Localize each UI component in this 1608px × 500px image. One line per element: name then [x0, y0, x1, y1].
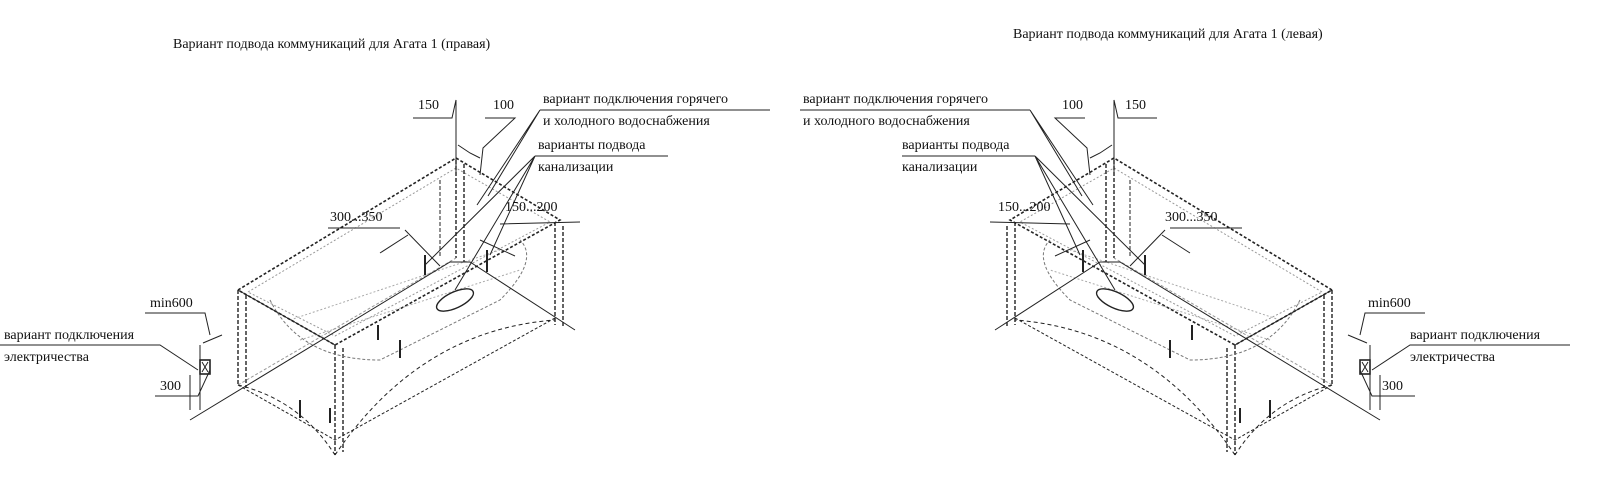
left-drain-label-2: канализации	[538, 160, 614, 175]
right-dim-150: 150	[1125, 98, 1146, 113]
right-water-label-1: вариант подключения горячего	[803, 92, 989, 107]
left-elec-label-1: вариант подключения	[4, 328, 135, 343]
right-dim-150-200: 150...200	[998, 200, 1051, 215]
left-dim-300: 300	[160, 379, 181, 394]
left-water-label-2: и холодного водоснабжения	[543, 114, 710, 129]
left-bathtub-drawing	[0, 99, 771, 456]
left-drain-label-1: варианты подвода	[538, 138, 646, 153]
right-drain-label-2: канализации	[902, 160, 978, 175]
right-dim-min600: min600	[1368, 296, 1411, 311]
right-dim-300-350: 300...350	[1165, 210, 1218, 225]
left-title: Вариант подвода коммуникаций для Агата 1…	[173, 37, 491, 52]
right-elec-label-2: электричества	[1410, 350, 1495, 365]
right-dim-300: 300	[1382, 379, 1403, 394]
right-dim-100: 100	[1062, 98, 1083, 113]
right-elec-label-1: вариант подключения	[1410, 328, 1541, 343]
left-dim-min600: min600	[150, 296, 193, 311]
left-elec-label-2: электричества	[4, 350, 89, 365]
left-dim-150: 150	[418, 98, 439, 113]
right-title: Вариант подвода коммуникаций для Агата 1…	[1013, 27, 1323, 42]
left-dim-150-200: 150...200	[505, 200, 558, 215]
right-drain-label-1: варианты подвода	[902, 138, 1010, 153]
left-dim-300-350: 300...350	[330, 210, 383, 225]
left-dim-100: 100	[493, 98, 514, 113]
right-water-label-2: и холодного водоснабжения	[803, 114, 970, 129]
left-water-label-1: вариант подключения горячего	[543, 92, 729, 107]
